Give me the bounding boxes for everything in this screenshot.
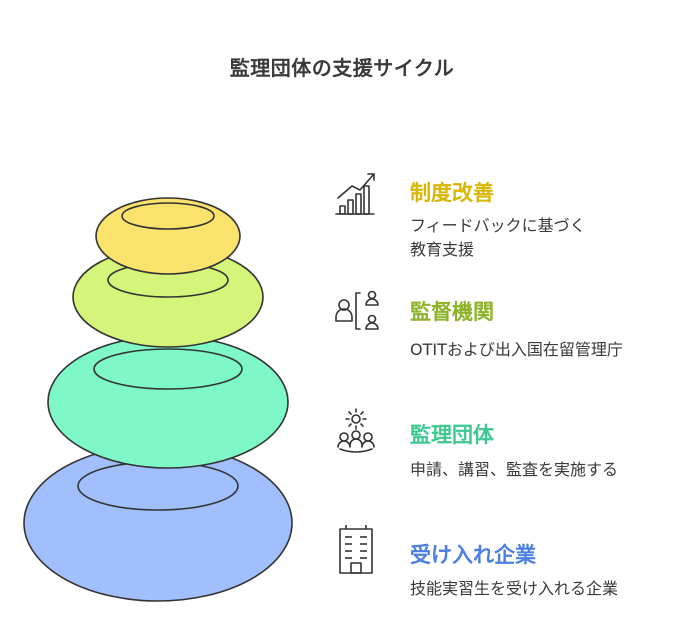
level-4-description: 技能実習生を受け入れる企業 [410, 577, 684, 601]
level-4-item: 受け入れ企業 技能実習生を受け入れる企業 [330, 525, 680, 605]
team-gear-icon [337, 408, 375, 453]
ring-stack [23, 197, 293, 602]
level-3-heading: 監理団体 [410, 423, 494, 447]
level-1-heading: 制度改善 [410, 181, 494, 205]
chart-bars-icon [335, 173, 375, 215]
building-icon [339, 525, 373, 574]
level-2-heading: 監督機関 [410, 300, 494, 324]
level-2-description-line: OTITおよび出入国在留管理庁 [410, 340, 623, 359]
level-3-description: 申請、講習、監査を実施する [410, 458, 684, 482]
level-3-item: 監理団体 申請、講習、監査を実施する [330, 405, 680, 485]
level-4-heading: 受け入れ企業 [410, 543, 536, 567]
people-org-icon [335, 290, 379, 330]
level-3-description-line: 申請、講習、監査を実施する [410, 460, 619, 479]
diagram-title: 監理団体の支援サイクル [229, 56, 455, 80]
ring-level-3 [47, 335, 289, 469]
level-4-description-line: 技能実習生を受け入れる企業 [410, 579, 619, 598]
ring-level-1 [95, 197, 241, 275]
level-1-description: フィードバックに基づく 教育支援 [410, 214, 684, 262]
level-1-description-line: フィードバックに基づく [410, 216, 586, 235]
level-2-description: OTITおよび出入国在留管理庁 [410, 338, 684, 362]
level-2-item: 監督機関 OTITおよび出入国在留管理庁 [330, 285, 680, 365]
level-1-item: 制度改善 フィードバックに基づく 教育支援 [330, 168, 680, 268]
level-1-description-line: 教育支援 [410, 240, 475, 259]
